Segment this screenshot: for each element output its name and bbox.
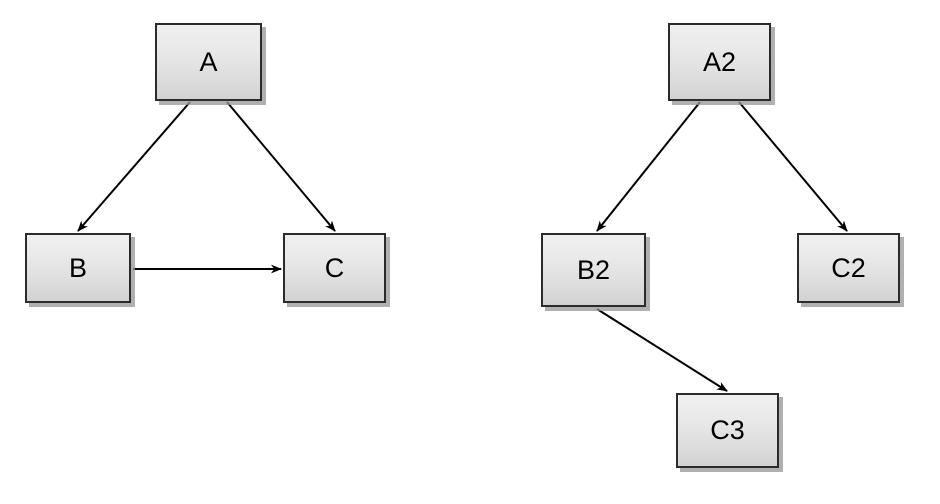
node-a2-label: A2: [702, 46, 737, 77]
node-b-label: B: [68, 252, 87, 283]
node-a[interactable]: A: [155, 23, 262, 101]
node-a2[interactable]: A2: [668, 23, 771, 101]
edge-a2-b2[interactable]: [596, 101, 701, 232]
node-c3-label: C3: [710, 415, 745, 445]
node-b2[interactable]: B2: [541, 233, 646, 307]
edge-a2-c2[interactable]: [738, 101, 848, 232]
node-c2-label: C2: [831, 252, 866, 283]
edge-b2-c3[interactable]: [596, 308, 728, 392]
node-c2[interactable]: C2: [797, 233, 900, 303]
node-c3[interactable]: C3: [676, 393, 779, 468]
edge-a-c[interactable]: [226, 101, 336, 232]
node-a-label: A: [199, 46, 218, 77]
edge-a-b[interactable]: [77, 101, 191, 232]
node-b[interactable]: B: [25, 233, 131, 303]
node-b2-label: B2: [576, 254, 611, 285]
node-c[interactable]: C: [283, 233, 386, 303]
node-c-label: C: [324, 252, 345, 283]
edges-group: [77, 101, 848, 392]
